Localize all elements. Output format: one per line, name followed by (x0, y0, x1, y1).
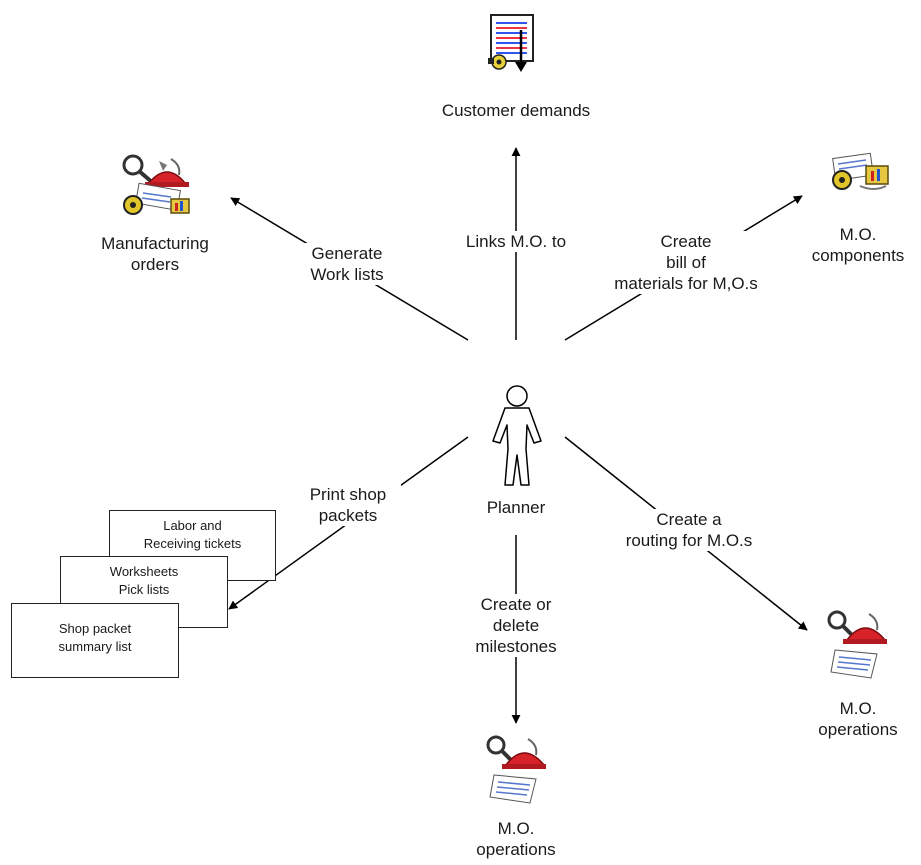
edge-label-links-mo-to: Links M.O. to (445, 231, 587, 252)
components-icon (832, 152, 889, 190)
edge-label-create-bill: Create bill of materials for M,O.s (588, 231, 784, 294)
operations-icon (827, 610, 887, 679)
manufacturing-orders-label: Manufacturing orders (101, 234, 209, 274)
edge-label-create-routing: Create a routing for M.O.s (609, 509, 769, 551)
person-icon (492, 385, 542, 486)
mo-components-label: M.O. components (811, 225, 905, 265)
document-list-icon (488, 14, 534, 72)
mo-operations-right-label: M.O. operations (818, 699, 898, 739)
card-shop-packet-summary: Shop packet summary list (11, 603, 179, 678)
edge-label-print-shop-packets: Print shop packets (295, 484, 401, 526)
edge-label-create-milestones: Create or delete milestones (458, 594, 574, 657)
mo-operations-bottom-label: M.O. operations (476, 819, 556, 859)
operations-icon (486, 735, 546, 804)
planner-label: Planner (486, 498, 546, 517)
customer-demands-label: Customer demands (441, 101, 591, 120)
manufacturing-orders-icon (122, 154, 190, 215)
edge-label-generate-work-lists: Generate Work lists (292, 243, 402, 285)
